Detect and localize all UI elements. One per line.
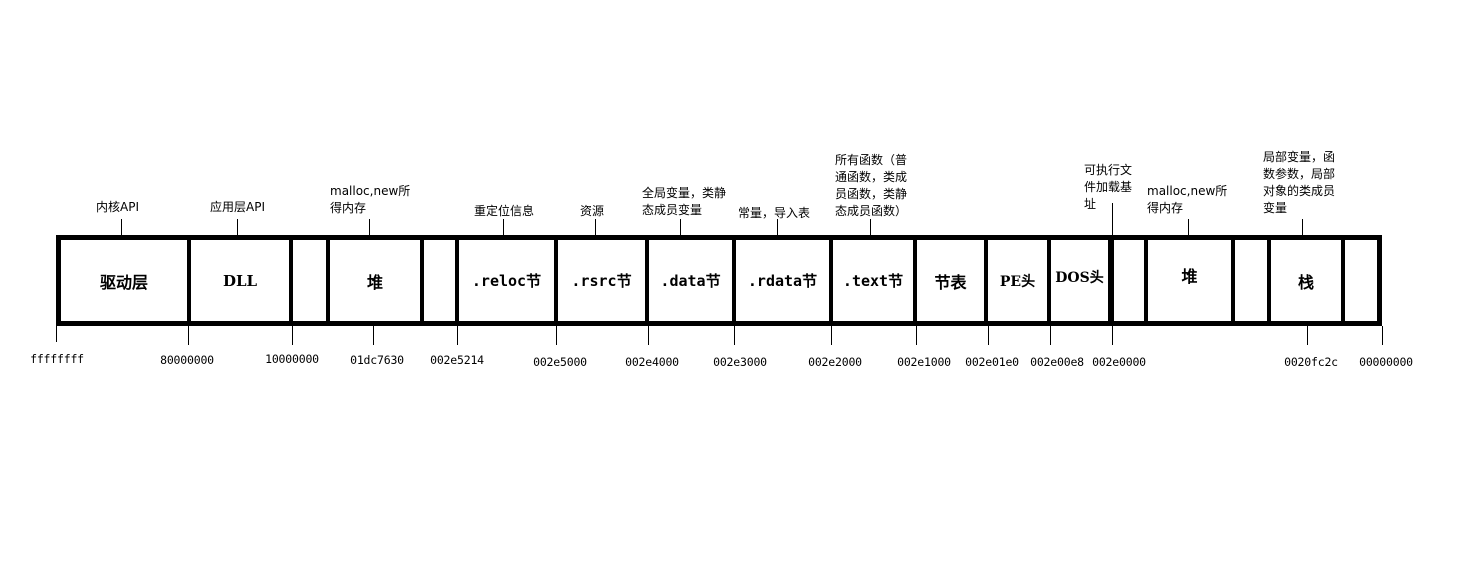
annotation-tick [237,219,238,235]
divider [732,235,736,326]
address-tick [988,326,989,345]
annotation-relocation-info: 重定位信息 [474,204,535,218]
address-tick [56,326,57,342]
segment-data: .data节 [660,272,721,290]
annotation-global-vars: 全局变量，类静 态成员变量 [642,186,727,217]
annotation-tick [870,219,871,235]
divider [1047,235,1051,326]
divider [554,235,558,326]
annotation-image-base: 可执行文 件加载基 址 [1084,163,1133,211]
segment-rdata: .rdata节 [747,272,818,290]
annotation-stack-contents: 局部变量，函 数参数，局部 对象的类成员 变量 [1263,150,1336,215]
divider [1144,235,1148,326]
divider [420,235,424,326]
address-tick [916,326,917,345]
annotation-heap-memory-1: malloc,new所 得内存 [330,184,411,215]
address-label: 10000000 [265,352,319,366]
address-label: 0020fc2c [1284,355,1338,369]
address-tick [648,326,649,345]
divider [455,235,459,326]
annotation-tick [1302,219,1303,235]
segment-heap-1: 堆 [366,272,383,292]
address-tick [292,326,293,345]
annotation-tick [369,219,370,235]
address-tick [457,326,458,345]
annotation-tick [1112,203,1113,235]
divider [1341,235,1345,326]
address-label: 002e1000 [897,355,951,369]
address-label: 01dc7630 [350,353,404,367]
annotation-all-functions: 所有函数（普 通函数，类成 员函数，类静 态成员函数） [835,153,908,218]
annotation-constants-imports: 常量，导入表 [738,206,811,220]
address-tick [188,326,189,345]
address-tick [1307,326,1308,345]
segment-dll: DLL [222,271,258,290]
divider [645,235,649,326]
segment-dos-header: DOS头 [1055,269,1104,286]
divider [289,235,293,326]
address-tick [1382,326,1383,345]
segment-rsrc: .rsrc节 [571,272,632,290]
divider [913,235,917,326]
divider [1267,235,1271,326]
annotation-tick [121,219,122,235]
annotation-heap-memory-2: malloc,new所 得内存 [1147,184,1228,215]
annotation-tick [680,219,681,235]
address-label: 002e5000 [533,355,587,369]
address-tick [1050,326,1051,345]
segment-pe-header: PE头 [999,273,1036,290]
divider [326,235,330,326]
segment-stack: 栈 [1297,272,1314,292]
divider [1231,235,1235,326]
divider [187,235,191,326]
annotation-tick [1188,219,1189,235]
address-tick [1112,326,1113,345]
annotation-app-api: 应用层API [210,200,265,214]
segment-driver-layer: 驱动层 [99,272,148,292]
address-label: 002e2000 [808,355,862,369]
segment-text: .text节 [842,272,904,290]
annotation-tick [777,219,778,235]
address-label: 002e3000 [713,355,767,369]
segment-section-table: 节表 [934,272,967,292]
address-label: 002e5214 [430,353,484,367]
address-tick [373,326,374,345]
divider [984,235,988,326]
address-tick [734,326,735,345]
annotation-tick [595,219,596,235]
annotation-kernel-api: 内核API [96,200,139,214]
address-label: 80000000 [160,353,214,367]
segment-heap-2: 堆 [1181,266,1198,286]
divider [829,235,833,326]
address-tick [831,326,832,345]
annotation-tick [503,219,504,235]
address-label: 002e4000 [625,355,679,369]
address-label: 002e0000 [1092,355,1146,369]
address-label: 002e01e0 [965,355,1019,369]
address-tick [556,326,557,345]
address-space-bar [56,235,1382,326]
divider-image-base [1108,235,1114,326]
address-label: ffffffff [30,352,84,366]
address-label: 002e00e8 [1030,355,1084,369]
annotation-resources: 资源 [580,204,605,218]
segment-reloc: .reloc节 [471,272,542,290]
address-label: 00000000 [1359,355,1413,369]
